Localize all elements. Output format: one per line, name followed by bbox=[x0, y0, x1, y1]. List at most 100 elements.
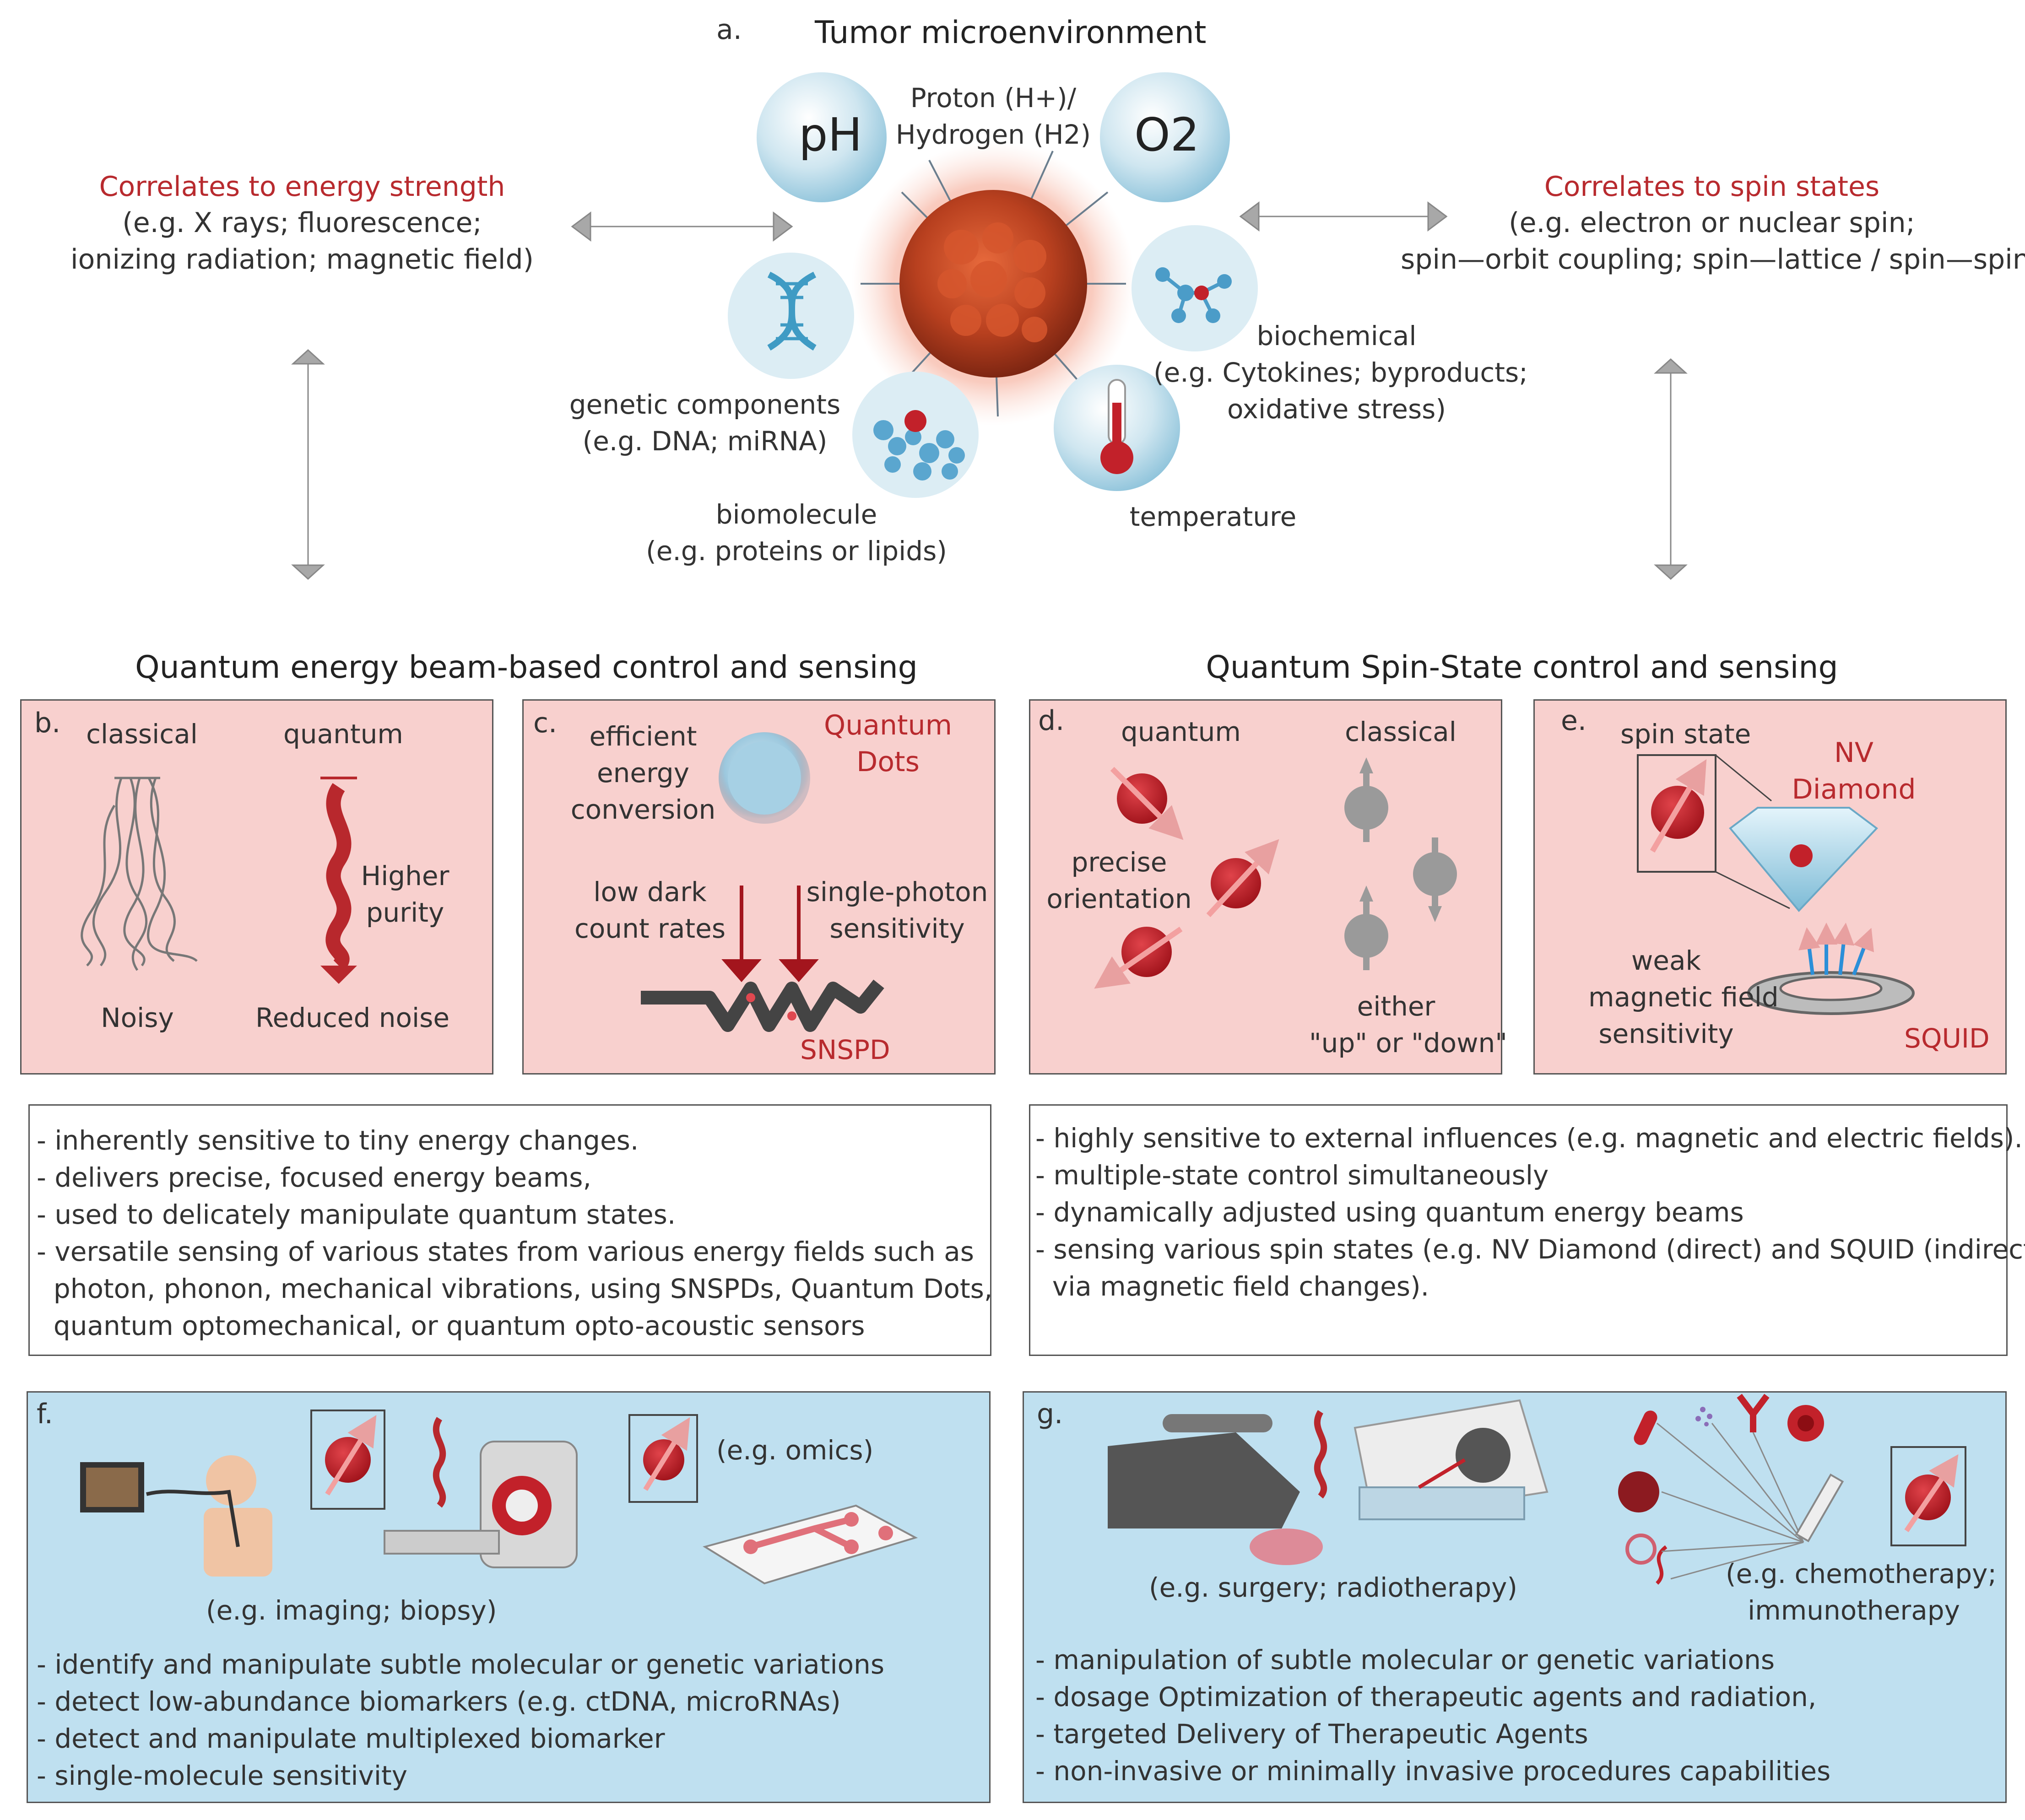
efficient-label-3: conversion bbox=[570, 794, 716, 825]
nv-diamond-label-2: Diamond bbox=[1792, 773, 1916, 805]
dna-icon bbox=[728, 253, 854, 379]
panel-g-letter: g. bbox=[1037, 1398, 1063, 1430]
omics-label: (e.g. omics) bbox=[716, 1435, 874, 1466]
section-title-spin: Quantum Spin-State control and sensing bbox=[1206, 649, 1838, 686]
ph-bubble bbox=[757, 72, 887, 202]
thermometer-icon bbox=[1054, 365, 1180, 491]
genetic-label-1: genetic components bbox=[569, 389, 841, 420]
classical-spin-up-1 bbox=[1344, 757, 1388, 842]
classical-noisy-beam-icon bbox=[81, 777, 198, 971]
syringe-rays bbox=[1657, 1422, 1804, 1580]
spin-box-f2 bbox=[628, 1414, 698, 1503]
panel-a-letter: a. bbox=[716, 14, 742, 46]
higher-purity-2: purity bbox=[366, 897, 444, 928]
noisy-label: Noisy bbox=[101, 1002, 174, 1033]
tumor-icon bbox=[899, 190, 1087, 378]
snspd-icon bbox=[641, 979, 884, 1032]
spin-box-f1 bbox=[310, 1410, 385, 1510]
photon-arrows bbox=[721, 886, 819, 983]
o2-label: O2 bbox=[1134, 108, 1200, 162]
panel-e bbox=[1533, 699, 2007, 1075]
temperature-label: temperature bbox=[1129, 501, 1297, 532]
precise-label-1: precise bbox=[1071, 847, 1167, 878]
surgery-radiotherapy-label: (e.g. surgery; radiotherapy) bbox=[1149, 1572, 1518, 1603]
nv-diamond-label-1: NV bbox=[1834, 737, 1873, 769]
higher-purity-1: Higher bbox=[361, 860, 449, 891]
energy-beam-bullets: - inherently sensitive to tiny energy ch… bbox=[37, 1125, 993, 1341]
low-dark-label-1: low dark bbox=[593, 876, 707, 907]
classical-spin-up-2 bbox=[1344, 886, 1388, 970]
biochemical-label-1: biochemical bbox=[1256, 320, 1417, 351]
spin-states-line-2: spin—orbit coupling; spin—lattice / spin… bbox=[1401, 243, 2025, 275]
spin-state-label: spin state bbox=[1620, 718, 1751, 750]
mri-scanner-icon bbox=[384, 1441, 578, 1568]
panel-b bbox=[20, 699, 493, 1075]
biochemical-label-2: (e.g. Cytokines; byproducts; bbox=[1153, 357, 1528, 388]
patient-endoscopy-icon bbox=[146, 1455, 272, 1577]
energy-strength-heading: Correlates to energy strength bbox=[99, 171, 505, 203]
weak-field-label-3: sensitivity bbox=[1598, 1018, 1734, 1049]
energy-strength-line-2: ionizing radiation; magnetic field) bbox=[70, 243, 534, 275]
o2-bubble bbox=[1100, 72, 1230, 202]
either-label-1: either bbox=[1357, 991, 1435, 1022]
quantum-spin-3 bbox=[1094, 927, 1183, 989]
efficient-label-1: efficient bbox=[589, 721, 697, 752]
nv-diamond-icon bbox=[1729, 807, 1878, 913]
quantum-spin-2 bbox=[1206, 839, 1279, 918]
squid-label: SQUID bbox=[1904, 1023, 1990, 1054]
quantum-dots-label-2: Dots bbox=[856, 746, 920, 778]
proton-label-1: Proton (H+)/ bbox=[910, 82, 1077, 113]
section-title-energy: Quantum energy beam-based control and se… bbox=[135, 649, 918, 686]
precise-label-2: orientation bbox=[1046, 883, 1192, 914]
reduced-noise-label: Reduced noise bbox=[255, 1002, 450, 1033]
classical-label: classical bbox=[86, 718, 198, 750]
radiotherapy-machine-icon bbox=[1354, 1399, 1549, 1521]
beam-icon-f bbox=[433, 1417, 446, 1508]
panel-g-bullets: - manipulation of subtle molecular or ge… bbox=[1035, 1644, 1831, 1787]
quantum-spin-label: quantum bbox=[1121, 716, 1241, 747]
classical-spin-label: classical bbox=[1345, 716, 1456, 747]
energy-strength-line-1: (e.g. X rays; fluorescence; bbox=[122, 207, 482, 239]
ph-label: pH bbox=[799, 108, 862, 162]
classical-spin-down bbox=[1413, 837, 1457, 922]
panel-f-bullets: - identify and manipulate subtle molecul… bbox=[37, 1649, 885, 1791]
chemo-label-2: immunotherapy bbox=[1748, 1595, 1960, 1626]
surgery-hand-icon bbox=[1108, 1414, 1323, 1565]
single-photon-label-1: single-photon bbox=[806, 876, 988, 907]
syringe-icon bbox=[1795, 1473, 1844, 1543]
proton-label-2: Hydrogen (H2) bbox=[895, 119, 1091, 150]
beam-icon-g bbox=[1314, 1410, 1327, 1499]
chemo-label-1: (e.g. chemotherapy; bbox=[1726, 1558, 1997, 1589]
quantum-dots-label-1: Quantum bbox=[823, 709, 953, 741]
weak-field-label-2: magnetic field bbox=[1588, 982, 1779, 1013]
either-label-2: "up" or "down" bbox=[1309, 1027, 1507, 1059]
quantum-pure-beam-icon bbox=[320, 777, 357, 984]
energy-double-arrow bbox=[571, 211, 793, 242]
therapeutic-agents-icons bbox=[1618, 1393, 1824, 1585]
quantum-spin-1 bbox=[1110, 767, 1184, 840]
panel-c-letter: c. bbox=[533, 707, 558, 739]
biomolecule-label-2: (e.g. proteins or lipids) bbox=[646, 535, 947, 567]
biomolecule-icon bbox=[852, 372, 979, 498]
snspd-hotspots bbox=[746, 993, 796, 1021]
single-photon-label-2: sensitivity bbox=[829, 913, 965, 944]
left-vertical-arrow bbox=[291, 349, 325, 580]
panel-e-letter: e. bbox=[1561, 705, 1586, 737]
spin-states-heading: Correlates to spin states bbox=[1544, 171, 1880, 203]
right-bullets-box bbox=[1029, 1104, 2008, 1356]
weak-field-label-1: weak bbox=[1631, 945, 1701, 976]
microfluidic-chip-icon bbox=[703, 1504, 918, 1585]
spin-state-bullets: - highly sensitive to external influence… bbox=[1035, 1123, 2025, 1302]
spin-double-arrow bbox=[1239, 201, 1448, 232]
panel-d-letter: d. bbox=[1038, 705, 1065, 737]
imaging-biopsy-label: (e.g. imaging; biopsy) bbox=[206, 1595, 497, 1626]
biochemical-icon bbox=[1132, 225, 1258, 351]
panel-b-letter: b. bbox=[34, 707, 61, 739]
biomolecule-label-1: biomolecule bbox=[715, 499, 877, 530]
monitor-icon bbox=[80, 1462, 144, 1512]
page-title: Tumor microenvironment bbox=[815, 15, 1207, 51]
biochemical-label-3: oxidative stress) bbox=[1227, 394, 1446, 425]
left-bullets-box bbox=[28, 1104, 991, 1356]
right-vertical-arrow bbox=[1654, 358, 1688, 580]
squid-icon bbox=[1747, 923, 1915, 1015]
